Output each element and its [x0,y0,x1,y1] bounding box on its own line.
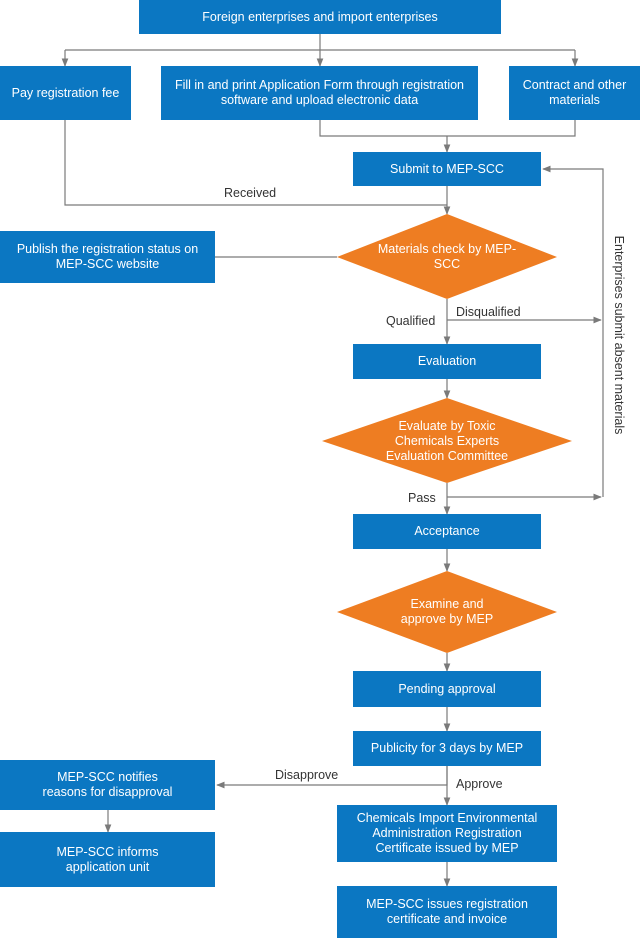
acceptance-box: Acceptance [353,514,541,549]
notify-reasons-box: MEP-SCC notifies reasons for disapproval [0,760,215,810]
foreign-enterprises-box: Foreign enterprises and import enterpris… [139,0,501,34]
fill-form-box: Fill in and print Application Form throu… [161,66,478,120]
submit-box: Submit to MEP-SCC [353,152,541,186]
disapprove-label: Disapprove [275,768,339,782]
materials-check-label: Materials check by MEP-SCC [377,242,517,271]
toxic-eval-label: Evaluate by Toxic Chemicals Experts Eval… [385,418,509,463]
inform-unit-box: MEP-SCC informs application unit [0,832,215,887]
examine-approve-decision [337,571,557,653]
connector-contract-down [447,120,576,137]
evaluation-box: Evaluation [353,344,541,379]
contract-materials-box: Contract and other materials [509,66,640,120]
pass-label: Pass [408,491,436,505]
publicity-box: Publicity for 3 days by MEP [353,731,541,766]
certificate-box: Chemicals Import Environmental Administr… [337,805,557,862]
connector-feedback-loop [542,165,604,497]
connector-received [64,120,447,206]
publish-status-box: Publish the registration status on MEP-S… [0,231,215,283]
disqualified-label: Disqualified [456,305,521,319]
received-label: Received [224,186,277,200]
materials-check-decision [337,214,557,299]
approve-label: Approve [456,777,503,791]
toxic-eval-decision [322,398,572,483]
pay-fee-box: Pay registration fee [0,66,131,120]
connector-fill-form-down [319,120,447,137]
pending-approval-box: Pending approval [353,671,541,707]
qualified-label: Qualified [386,314,436,328]
absent-materials-label: Enterprises submit absent materials [612,235,626,435]
examine-approve-label: Examine and approve by MEP [400,597,494,626]
issue-certificate-box: MEP-SCC issues registration certificate … [337,886,557,938]
